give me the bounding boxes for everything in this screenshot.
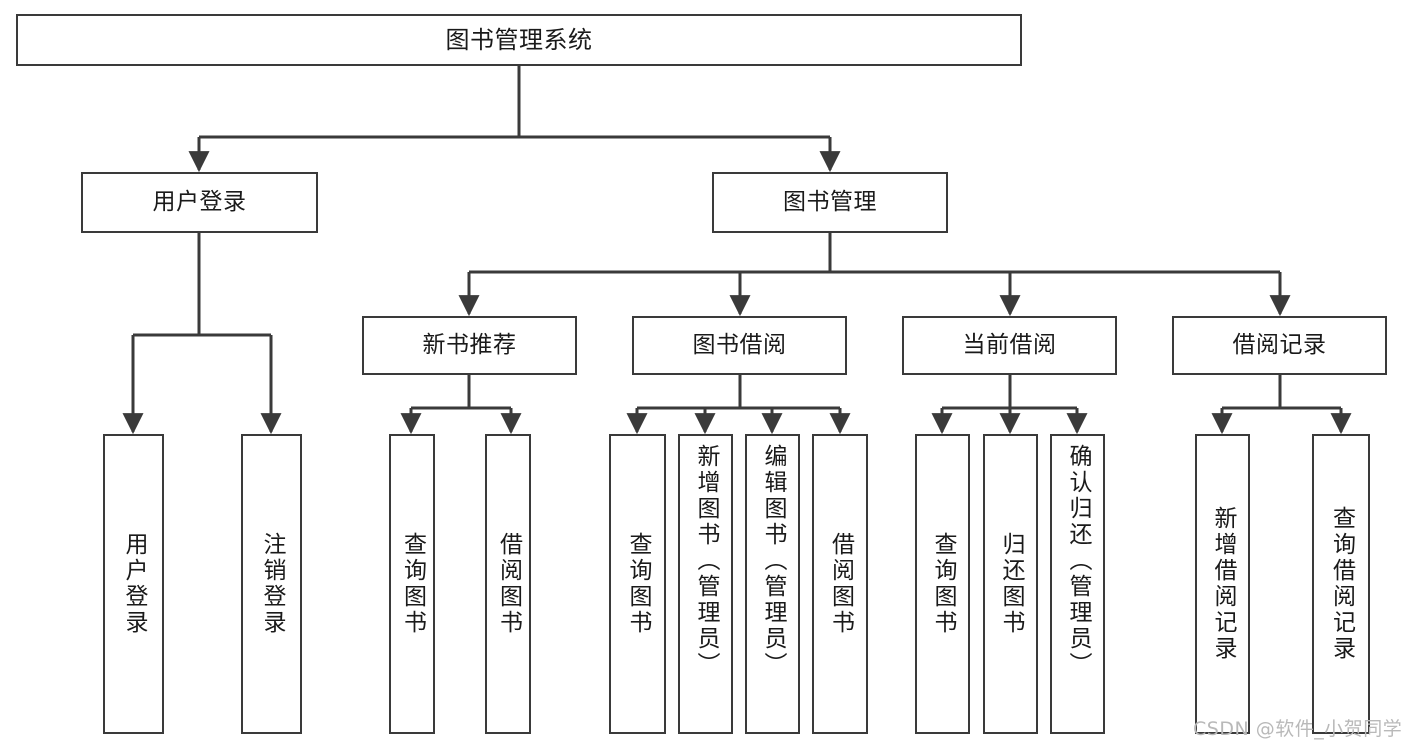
node-user-login[interactable]: 用户登录 [81, 172, 318, 233]
node-new-book-recommend[interactable]: 新书推荐 [362, 316, 577, 375]
csdn-watermark: CSDN @软件_小贺同学 [1193, 718, 1403, 740]
node-label: 新增图书（管理员） [693, 444, 719, 678]
leaf-record-add[interactable]: 新增借阅记录 [1195, 434, 1250, 734]
leaf-current-return-book[interactable]: 归还图书 [983, 434, 1038, 734]
leaf-borrow-edit-book[interactable]: 编辑图书（管理员） [745, 434, 800, 734]
node-label: 图书管理 [783, 188, 877, 215]
node-label: 归还图书 [998, 532, 1024, 636]
leaf-record-query[interactable]: 查询借阅记录 [1312, 434, 1370, 734]
node-label: 注销登录 [259, 532, 285, 636]
leaf-current-query-book[interactable]: 查询图书 [915, 434, 970, 734]
node-label: 借阅记录 [1232, 331, 1327, 358]
node-label: 借阅图书 [495, 532, 522, 636]
node-book-manage[interactable]: 图书管理 [712, 172, 948, 233]
node-label: 编辑图书（管理员） [760, 444, 786, 678]
node-label: 新书推荐 [422, 331, 517, 358]
leaf-logout[interactable]: 注销登录 [241, 434, 302, 734]
node-book-borrow[interactable]: 图书借阅 [632, 316, 847, 375]
leaf-borrow-query-book[interactable]: 查询图书 [609, 434, 666, 734]
node-label: 图书管理系统 [445, 25, 593, 54]
node-borrow-record[interactable]: 借阅记录 [1172, 316, 1387, 375]
node-label: 用户登录 [152, 188, 247, 215]
leaf-recommend-query-book[interactable]: 查询图书 [389, 434, 435, 734]
node-label: 图书借阅 [692, 331, 787, 358]
node-label: 查询图书 [930, 532, 956, 636]
node-label: 新增借阅记录 [1210, 506, 1236, 662]
node-label: 确认归还（管理员） [1065, 444, 1091, 678]
node-label: 查询借阅记录 [1328, 506, 1355, 662]
node-label: 查询图书 [625, 532, 651, 636]
node-label: 用户登录 [121, 532, 147, 636]
node-label: 当前借阅 [962, 331, 1057, 358]
leaf-borrow-borrow-book[interactable]: 借阅图书 [812, 434, 868, 734]
leaf-user-login[interactable]: 用户登录 [103, 434, 164, 734]
leaf-current-confirm-return[interactable]: 确认归还（管理员） [1050, 434, 1105, 734]
node-root-system[interactable]: 图书管理系统 [16, 14, 1022, 66]
node-current-borrow[interactable]: 当前借阅 [902, 316, 1117, 375]
leaf-borrow-add-book[interactable]: 新增图书（管理员） [678, 434, 733, 734]
node-label: 借阅图书 [827, 532, 854, 636]
node-label: 查询图书 [399, 532, 426, 636]
leaf-recommend-borrow-book[interactable]: 借阅图书 [485, 434, 531, 734]
